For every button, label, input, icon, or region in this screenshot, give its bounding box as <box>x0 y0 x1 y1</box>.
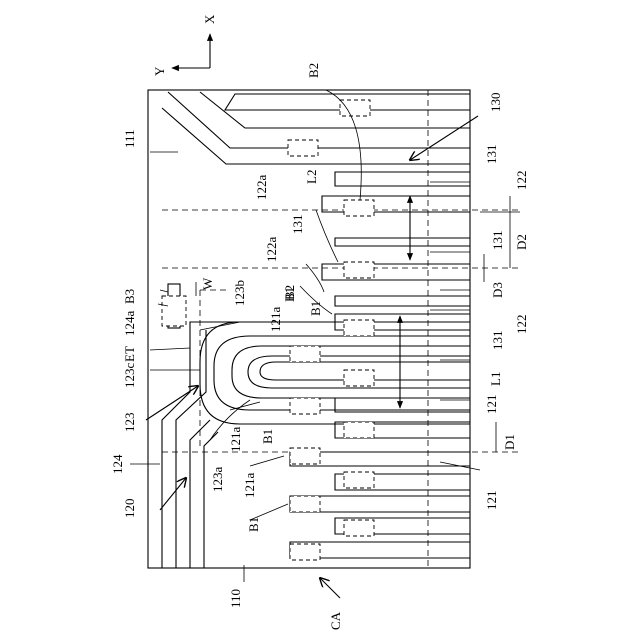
label-121a-2: 121a <box>228 427 243 453</box>
b1-box <box>290 448 320 464</box>
label-120: 120 <box>122 499 137 519</box>
label-131-3: 131 <box>490 231 505 251</box>
label-122-bottom: 122 <box>514 315 529 335</box>
label-et: ET <box>122 346 137 362</box>
label-131-1: 131 <box>484 145 499 165</box>
label-123: 123 <box>122 413 137 433</box>
b1-box <box>344 422 374 438</box>
label-121a-3: 121a <box>242 473 257 499</box>
label-130: 130 <box>488 93 503 113</box>
b2-box-lower <box>344 262 374 278</box>
label-d2: D2 <box>514 234 529 250</box>
b1-box <box>344 472 374 488</box>
axis-y-label: Y <box>152 66 167 76</box>
label-122a-2: 122a <box>264 237 279 263</box>
electrode-124a <box>162 284 186 328</box>
b1-box <box>290 496 320 512</box>
label-111: 111 <box>122 129 137 148</box>
label-124: 124 <box>110 454 125 474</box>
axis-x-label: X <box>202 14 217 24</box>
label-122a-1: 122a <box>254 175 269 201</box>
label-123c: 123c <box>122 363 137 389</box>
label-b1-3: B1 <box>246 517 261 532</box>
b2-box-upper <box>288 140 318 156</box>
b2-box-top <box>340 100 370 116</box>
label-124a: 124a <box>122 311 137 337</box>
b1-box <box>290 346 320 362</box>
b1-box <box>290 398 320 414</box>
axis-indicator: X Y <box>152 14 217 76</box>
label-121-top: 121 <box>484 395 499 415</box>
label-l1: L1 <box>488 372 503 386</box>
label-121-bottom: 121 <box>484 491 499 511</box>
b1-box <box>290 544 320 560</box>
b1-box <box>344 520 374 536</box>
label-d1: D1 <box>502 434 517 450</box>
label-b3: B3 <box>122 289 137 304</box>
label-w: W <box>200 277 215 290</box>
label-b1-1: B1 <box>308 301 323 316</box>
label-131-2: 131 <box>290 215 305 235</box>
label-123a: 123a <box>210 467 225 493</box>
label-b2-top: B2 <box>306 63 321 78</box>
b1-box <box>344 370 374 386</box>
b1-box <box>344 320 374 336</box>
label-110: 110 <box>228 589 243 608</box>
label-ca: CA <box>328 611 343 630</box>
label-123b: 123b <box>232 280 247 306</box>
label-122-top: 122 <box>514 171 529 191</box>
label-121a-1: 121a <box>268 307 283 333</box>
label-l2: L2 <box>304 170 319 184</box>
label-b2-mid: B2 <box>282 285 297 300</box>
label-d3: D3 <box>490 282 505 298</box>
finger-group-131 <box>335 172 470 306</box>
b2-box-mid <box>344 200 374 216</box>
label-b1-2: B1 <box>260 429 275 444</box>
label-131-4: 131 <box>490 331 505 351</box>
b3-box <box>162 296 186 326</box>
